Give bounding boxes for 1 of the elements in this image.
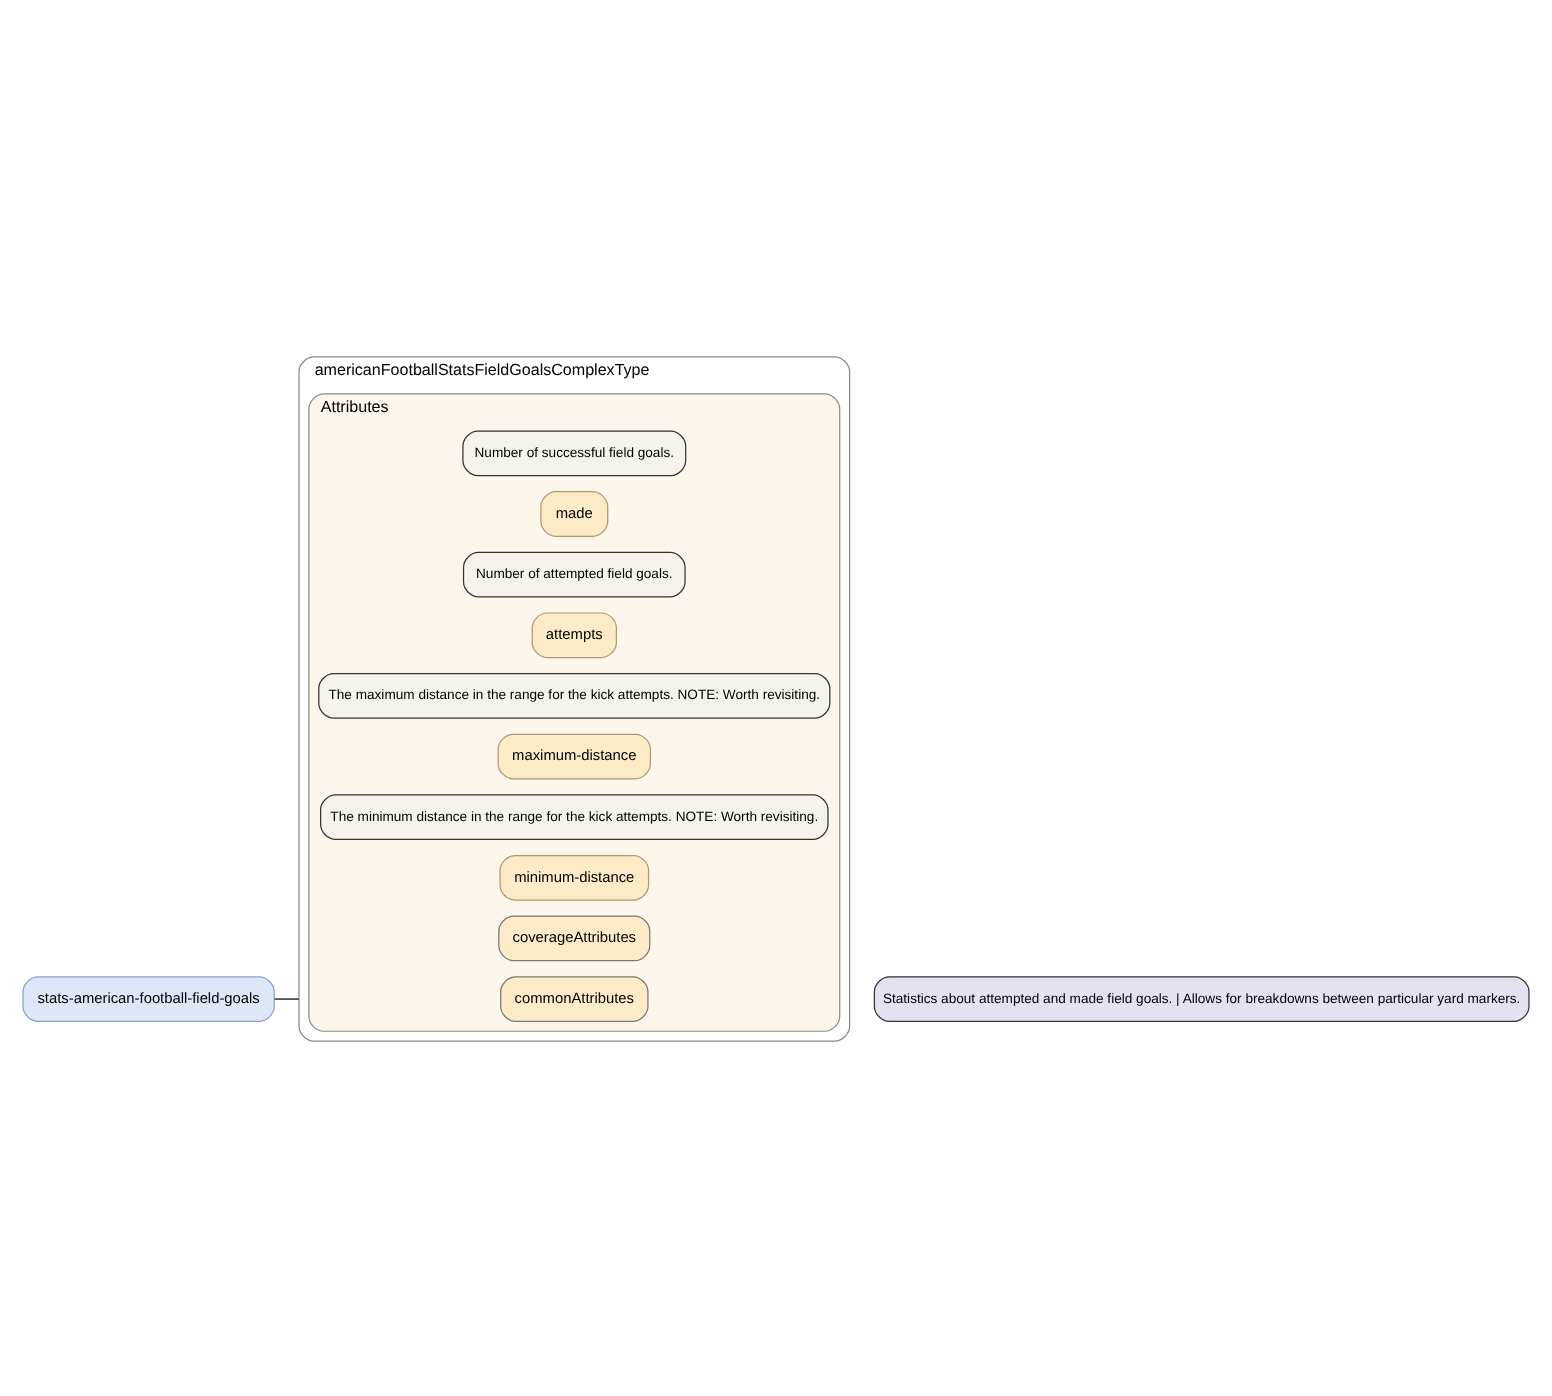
connector (273, 997, 300, 999)
